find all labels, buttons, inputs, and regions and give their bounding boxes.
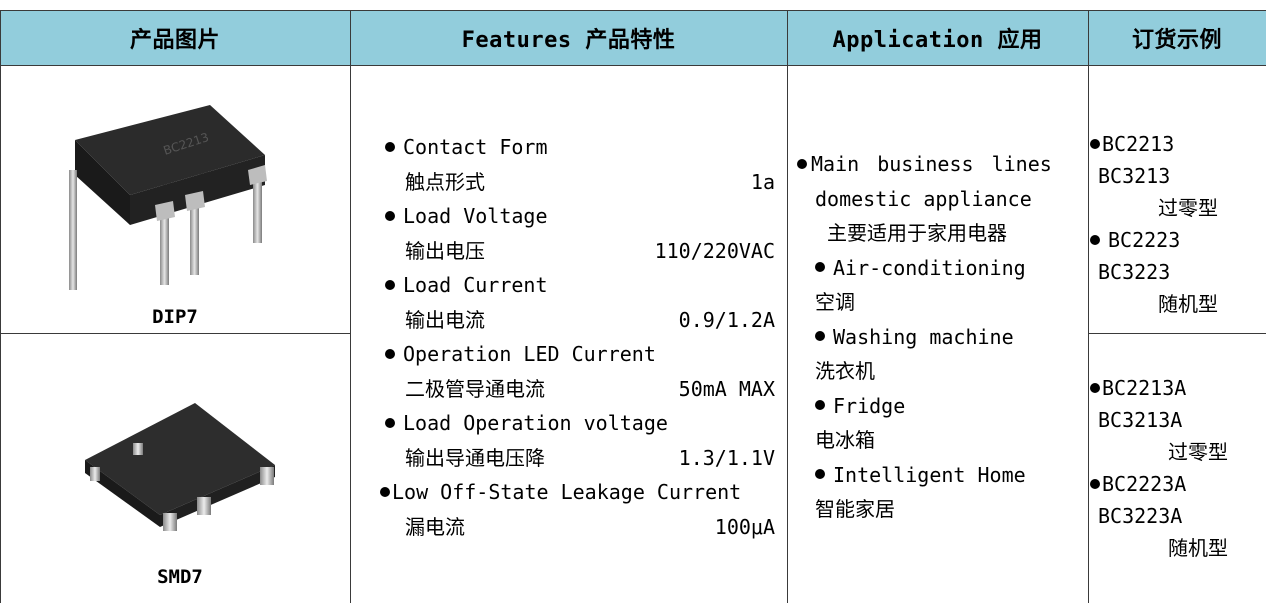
bullet-icon <box>385 141 395 152</box>
feature-item: Load Operation voltage <box>385 406 785 441</box>
bullet-icon <box>815 262 825 272</box>
bullet-icon <box>385 279 395 290</box>
bullet-icon <box>815 400 825 410</box>
dip7-package-image: BC2213 <box>69 105 267 290</box>
table-header <box>0 10 1266 65</box>
header-product-image: 产品图片 <box>129 27 220 53</box>
bullet-icon <box>1090 478 1100 489</box>
bullet-icon <box>385 210 395 221</box>
bullet-icon <box>1090 234 1100 245</box>
order-example-dip: BC2213 BC3213 过零型 BC2223 BC3223 随机型 <box>1090 128 1218 320</box>
feature-item: Load Current <box>385 268 785 303</box>
order-example-smd: BC2213A BC3213A 过零型 BC2223A BC3223A 随机型 <box>1090 372 1228 564</box>
bullet-icon <box>815 469 825 479</box>
header-order-example: 订货示例 <box>1131 27 1222 53</box>
feature-item: Operation LED Current <box>385 337 785 372</box>
header-application: Application 应用 <box>832 27 1043 53</box>
bullet-icon <box>797 158 807 169</box>
bullet-icon <box>1090 382 1100 393</box>
bullet-icon <box>1090 138 1100 149</box>
bullet-icon <box>385 348 395 359</box>
feature-item: Contact Form <box>385 130 785 165</box>
smd7-package-image <box>85 403 275 531</box>
feature-item: Load Voltage <box>385 199 785 234</box>
bullet-icon <box>815 331 825 341</box>
feature-item: Low Off-State Leakage Current <box>380 475 785 510</box>
bullet-icon <box>380 486 390 497</box>
bullet-icon <box>385 417 395 428</box>
smd7-label: SMD7 <box>157 566 203 588</box>
header-features: Features 产品特性 <box>461 27 676 53</box>
applications-list: Main business lines domestic appliance 主… <box>797 147 1089 527</box>
dip7-label: DIP7 <box>152 306 198 328</box>
